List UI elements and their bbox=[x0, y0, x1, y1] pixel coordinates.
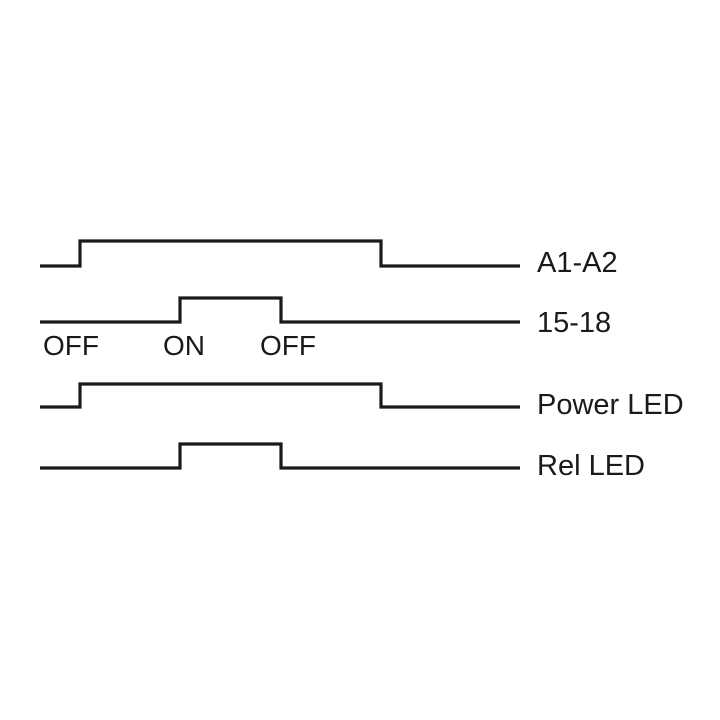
power-led-label: Power LED bbox=[537, 389, 684, 421]
state-label-on: ON bbox=[163, 330, 205, 361]
rel-led-label: Rel LED bbox=[537, 450, 645, 482]
state-label-off-2: OFF bbox=[260, 330, 316, 361]
15-18-trace bbox=[40, 296, 520, 324]
power-led-trace bbox=[40, 382, 520, 409]
a1-a2-trace bbox=[40, 239, 520, 268]
a1-a2-label: A1-A2 bbox=[537, 247, 618, 279]
state-label-off-1: OFF bbox=[43, 330, 99, 361]
rel-led-trace bbox=[40, 442, 520, 470]
15-18-label: 15-18 bbox=[537, 307, 611, 339]
